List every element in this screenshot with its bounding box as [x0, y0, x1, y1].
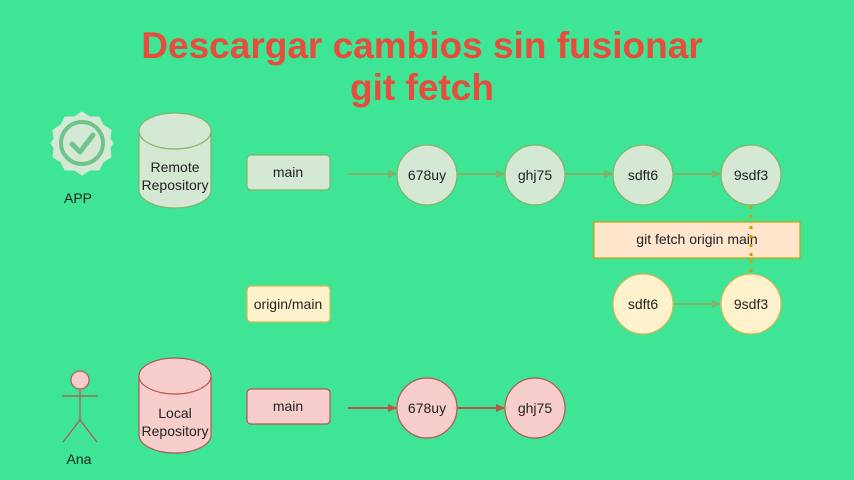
local-main-branch: main: [246, 388, 331, 425]
user-actor-icon: [62, 370, 98, 443]
fetch-command-label: git fetch origin main: [636, 231, 757, 247]
local-commit-label: ghj75: [518, 400, 552, 416]
remote-commit-node: ghj75: [504, 144, 566, 206]
remote-repository-label-2: Repository: [142, 177, 209, 193]
local-repository-cylinder: Local Repository: [138, 357, 212, 454]
remote-commit-label: ghj75: [518, 167, 552, 183]
remote-repository-cylinder: Remote Repository: [138, 112, 212, 209]
remote-main-branch-label: main: [273, 164, 303, 180]
remote-commit-node: sdft6: [612, 144, 674, 206]
app-badge-icon: [50, 111, 114, 176]
remote-commit-label: 9sdf3: [734, 167, 768, 183]
remote-commit-label: sdft6: [628, 167, 659, 183]
local-commit-node: 678uy: [396, 377, 458, 439]
tracking-commit-label: sdft6: [628, 296, 659, 312]
remote-commit-label: 678uy: [408, 167, 446, 183]
remote-repository-label-1: Remote: [150, 159, 199, 175]
tracking-commit-node: 9sdf3: [720, 273, 782, 335]
diagram-title-line-1: Descargar cambios sin fusionar: [141, 25, 703, 66]
remote-main-branch: main: [246, 154, 331, 191]
local-repository-label-1: Local: [158, 405, 191, 421]
diagram-title-line-2: git fetch: [350, 67, 494, 108]
fetch-command-box: git fetch origin main: [593, 221, 801, 259]
remote-commit-node: 9sdf3: [720, 144, 782, 206]
tracking-commit-node: sdft6: [612, 273, 674, 335]
origin-main-branch-label: origin/main: [254, 296, 322, 312]
local-repository-label-2: Repository: [142, 423, 209, 439]
origin-main-branch: origin/main: [246, 285, 331, 323]
user-label: Ana: [67, 451, 92, 467]
tracking-commit-label: 9sdf3: [734, 296, 768, 312]
local-main-branch-label: main: [273, 398, 303, 414]
remote-commit-node: 678uy: [396, 144, 458, 206]
local-commit-node: ghj75: [504, 377, 566, 439]
app-label: APP: [64, 190, 92, 206]
local-commit-label: 678uy: [408, 400, 446, 416]
